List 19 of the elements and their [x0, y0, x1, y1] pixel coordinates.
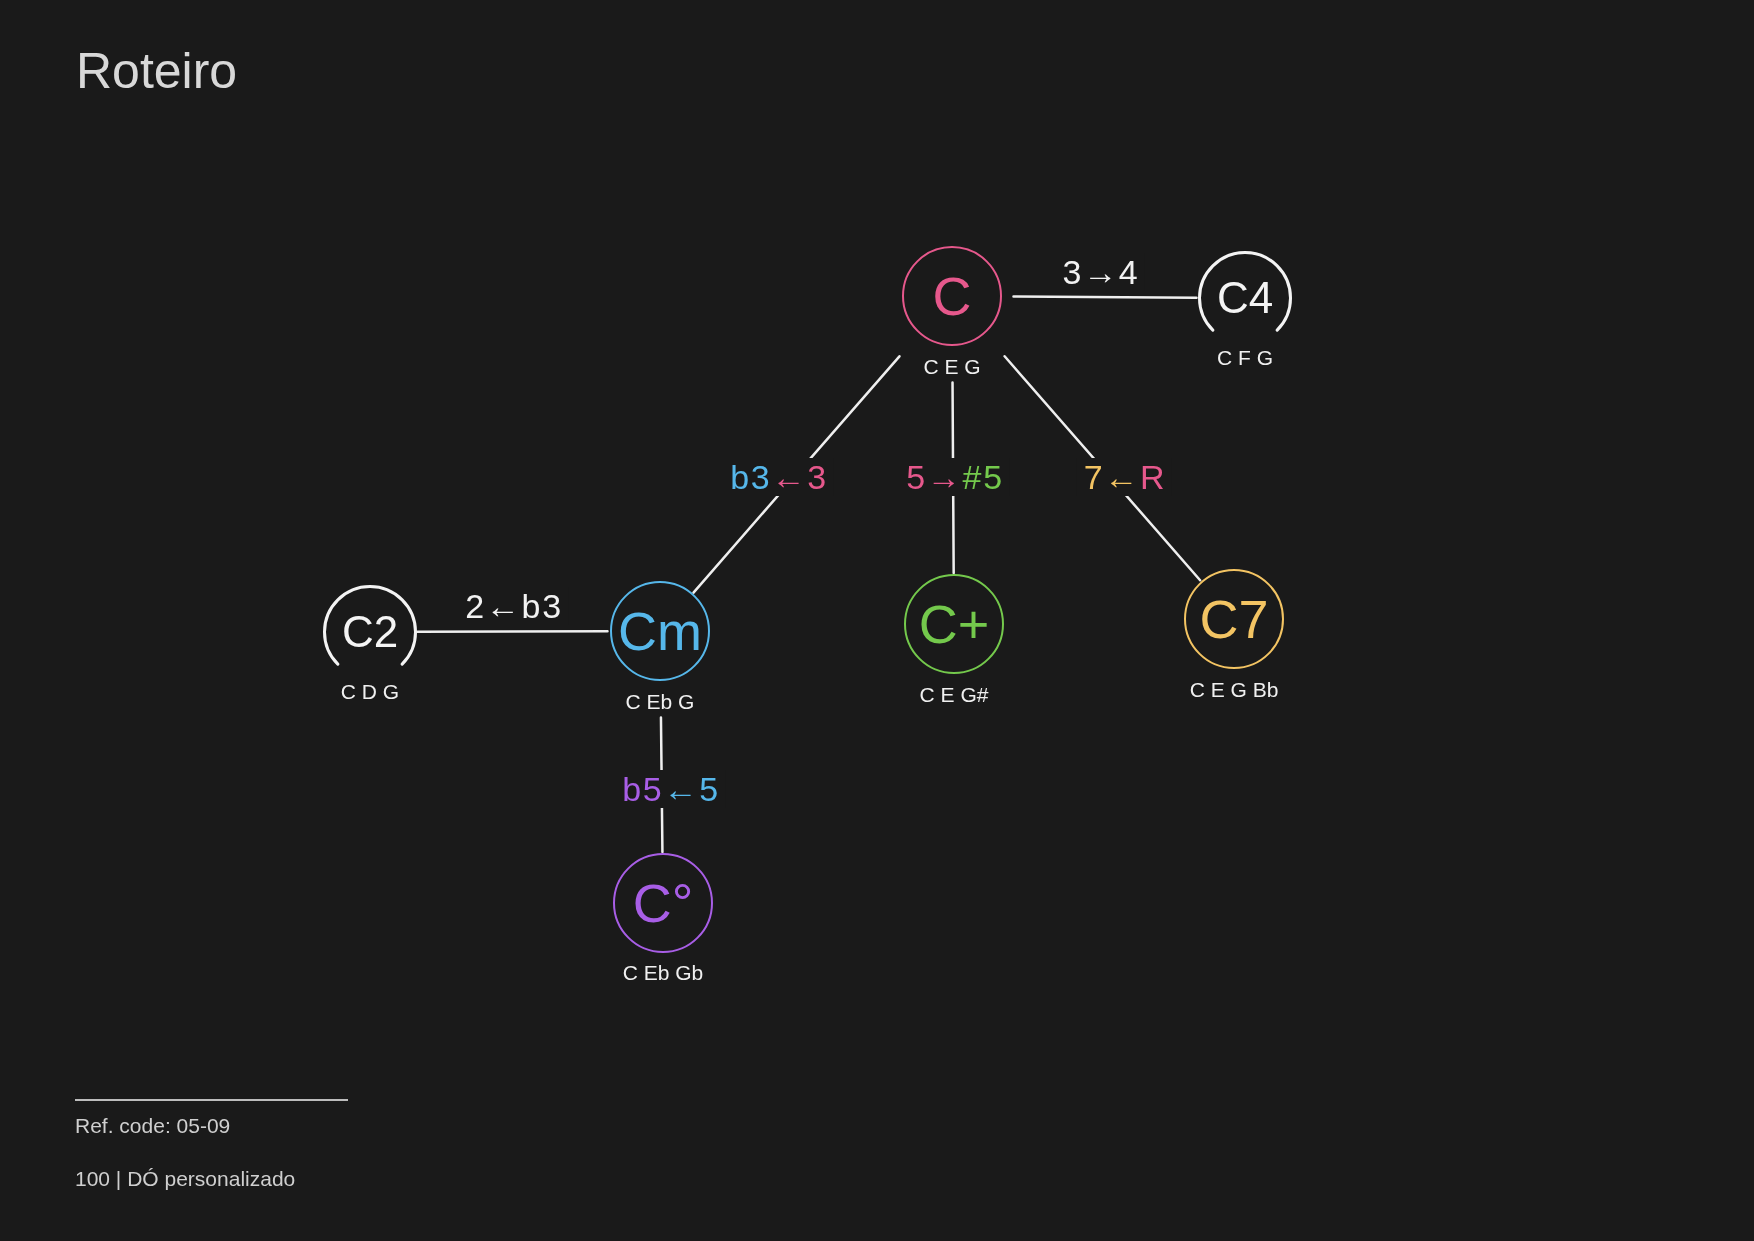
chord-notes: C E G#: [919, 684, 989, 705]
chord-name: C: [932, 269, 972, 323]
chord-name: C4: [1216, 276, 1274, 320]
chord-name: Cm: [618, 604, 702, 658]
chord-name: C7: [1199, 592, 1269, 646]
connector-line: [416, 629, 609, 634]
chord-name: C°: [632, 876, 694, 930]
chord-notes: C Eb G: [625, 691, 695, 712]
reference-code: Ref. code: 05-09: [75, 1115, 231, 1136]
chord-notes: C F G: [1217, 347, 1273, 368]
chord-notes: C D G: [340, 681, 400, 702]
chord-name: C+: [918, 597, 990, 651]
chord-notes: C Eb Gb: [622, 962, 704, 983]
chord-notes: C E G Bb: [1189, 679, 1279, 700]
page-footer: 100 | DÓ personalizado: [75, 1168, 296, 1189]
chord-notes: C E G: [923, 356, 981, 377]
chord-name: C2: [341, 610, 399, 654]
connector-line: [1012, 295, 1198, 299]
page-title: Roteiro: [76, 46, 238, 96]
